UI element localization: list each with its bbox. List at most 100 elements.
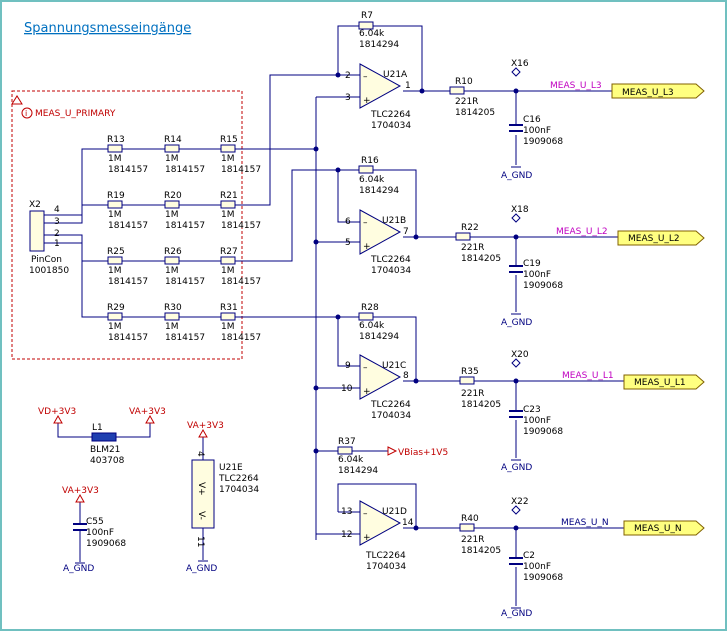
connector-wires <box>44 148 100 318</box>
resistor-part: 1814157 <box>165 277 205 287</box>
decoupling-ref: C55 <box>86 517 104 527</box>
opamp-pin-plus: 3 <box>345 93 351 103</box>
resistor-r37 <box>337 446 353 455</box>
feedback-ref: R16 <box>361 156 379 166</box>
resistor-row-4: R29 R30 R31 1M 1M 1M 1814157 1814157 181… <box>100 303 396 343</box>
resistor-r21 <box>220 200 236 209</box>
resistor-part: 1814157 <box>221 333 261 343</box>
testpoint-icon <box>511 505 521 515</box>
feedback-ref: R7 <box>361 11 373 21</box>
decoupling-part: 1909068 <box>86 539 126 549</box>
feedback-value: 6.04k <box>359 321 385 331</box>
opamp-pin-plus: 5 <box>345 238 351 248</box>
filter-ref: L1 <box>92 423 103 433</box>
output-resistor-part: 1814205 <box>461 400 501 410</box>
block-marker-icon <box>11 95 23 105</box>
opamp-pin-minus: 2 <box>345 71 351 81</box>
testpoint-ref: X18 <box>511 205 529 215</box>
filter-name: BLM21 <box>90 445 120 455</box>
capacitor-part: 1909068 <box>523 137 563 147</box>
resistor-r16 <box>358 165 374 174</box>
opamp-u21c-body <box>359 354 402 400</box>
resistor-row-2: R19 R20 R21 1M 1M 1M 1814157 1814157 181… <box>100 74 345 231</box>
feedback-part: 1814294 <box>359 40 399 50</box>
feedback-part: 1814294 <box>359 332 399 342</box>
port-meas-u-l2[interactable] <box>617 230 705 246</box>
decoupling-c55: VA+3V3 C55 100nF 1909068 A_GND <box>62 486 126 574</box>
resistor-ref: R14 <box>164 135 182 145</box>
opamp-ref: U21A <box>383 70 408 80</box>
port-meas-u-l1[interactable] <box>623 374 705 390</box>
resistor-part: 1814157 <box>221 221 261 231</box>
capacitor-ref: C23 <box>523 405 541 415</box>
opamp-plus-sign: + <box>363 533 371 543</box>
testpoint-ref: X16 <box>511 59 529 69</box>
opamp-pin-out: 14 <box>402 518 414 528</box>
port-label: MEAS_U_N <box>634 524 682 534</box>
output-resistor-value: 221R <box>461 535 484 545</box>
opamp-u21a-body <box>359 63 402 109</box>
supply-pin-bottom: 11 <box>195 536 205 547</box>
bias-net-label: VBias+1V5 <box>398 448 448 458</box>
opamp-plus-sign: + <box>363 96 371 106</box>
resistor-r29 <box>107 312 123 321</box>
output-resistor-ref: R35 <box>461 367 479 377</box>
output-resistor-ref: R22 <box>461 223 479 233</box>
power-arrow-icon <box>198 428 208 438</box>
capacitor-value: 100nF <box>523 270 551 280</box>
resistor-r31 <box>220 312 236 321</box>
resistor-row-3: R25 R26 R27 1M 1M 1M 1814157 1814157 181… <box>100 169 345 287</box>
resistor-ref: R29 <box>107 303 125 313</box>
ferrite-bead-l1 <box>91 432 117 442</box>
opamp-pin-plus: 10 <box>341 384 353 394</box>
opamp-pin-plus: 12 <box>341 530 352 540</box>
resistor-r19 <box>107 200 123 209</box>
resistor-part: 1814157 <box>108 333 148 343</box>
opamp-u21d-body <box>359 500 402 546</box>
bias-rail <box>315 96 388 540</box>
output-resistor-ref: R10 <box>455 77 473 87</box>
opamp-minus-sign: – <box>363 218 368 228</box>
bias-value: 6.04k <box>338 455 364 465</box>
output-resistor-value: 221R <box>455 97 478 107</box>
resistor-ref: R27 <box>220 247 238 257</box>
supply-unit-u21e: VA+3V3 U21E TLC2264 1704034 4 11 V+ V- A… <box>186 421 259 574</box>
capacitor-value: 100nF <box>523 416 551 426</box>
port-meas-u-n[interactable] <box>623 520 705 536</box>
resistor-ref: R19 <box>107 191 125 201</box>
resistor-ref: R25 <box>107 247 125 257</box>
resistor-value: 1M <box>221 322 235 332</box>
power-arrow-icon <box>53 414 63 424</box>
filter-input-net: VD+3V3 <box>38 407 76 417</box>
capacitor-part: 1909068 <box>523 281 563 291</box>
connector-x2-body <box>29 210 45 252</box>
opamp-u21e-body <box>191 459 215 529</box>
capacitor-ref: C16 <box>523 115 541 125</box>
resistor-r25 <box>107 256 123 265</box>
resistor-value: 1M <box>108 210 122 220</box>
resistor-r28 <box>358 312 374 321</box>
capacitor-value: 100nF <box>523 126 551 136</box>
connector-pin-4: 4 <box>54 205 60 215</box>
ferrite-filter: VD+3V3 VA+3V3 L1 BLM21 403708 <box>38 407 166 466</box>
resistor-r40 <box>459 523 475 532</box>
filter-output-net: VA+3V3 <box>129 407 166 417</box>
net-label: MEAS_U_L1 <box>562 371 614 381</box>
resistor-value: 1M <box>221 266 235 276</box>
resistor-value: 1M <box>165 210 179 220</box>
opamp-part-no: 1704034 <box>371 266 411 276</box>
supply-pin-top: 4 <box>195 451 205 457</box>
resistor-r13 <box>107 144 123 153</box>
testpoint-icon <box>511 67 521 77</box>
sheet-title: Spannungsmesseingänge <box>24 21 191 36</box>
output-resistor-value: 221R <box>461 243 484 253</box>
supply-part: TLC2264 <box>218 474 259 484</box>
resistor-part: 1814157 <box>221 165 261 175</box>
opamp-ref: U21C <box>382 361 406 371</box>
port-meas-u-l3[interactable] <box>611 83 705 99</box>
net-label: MEAS_U_L2 <box>556 227 608 237</box>
capacitor-part: 1909068 <box>523 573 563 583</box>
opamp-part: TLC2264 <box>370 255 411 265</box>
filter-part: 403708 <box>90 456 125 466</box>
